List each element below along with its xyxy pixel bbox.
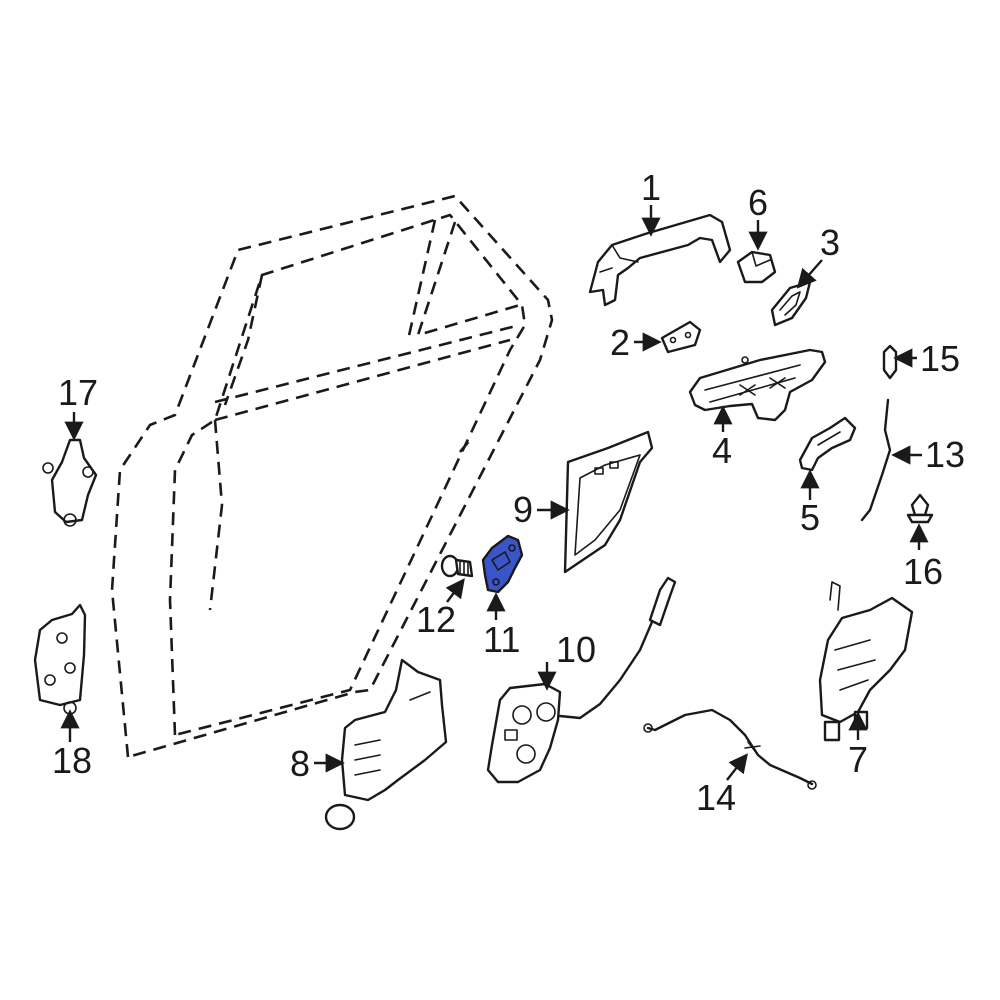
callout-12[interactable]: 12 xyxy=(416,599,456,640)
part-7-latch[interactable] xyxy=(818,581,914,742)
callout-13[interactable]: 13 xyxy=(925,434,965,475)
part-14-cable[interactable] xyxy=(643,708,817,790)
callout-7[interactable]: 7 xyxy=(848,739,868,780)
part-10-actuator[interactable] xyxy=(486,682,562,784)
callout-10[interactable]: 10 xyxy=(556,629,596,670)
callout-2[interactable]: 2 xyxy=(610,322,630,363)
part-10-cable xyxy=(558,576,677,720)
callout-6[interactable]: 6 xyxy=(748,182,768,223)
callout-1[interactable]: 1 xyxy=(641,167,661,208)
door-outline xyxy=(110,194,554,759)
callout-4[interactable]: 4 xyxy=(712,430,732,471)
part-13-rod[interactable] xyxy=(860,398,892,522)
part-6-clip[interactable] xyxy=(736,250,777,284)
callout-11[interactable]: 11 xyxy=(483,619,520,660)
part-11-striker-highlighted[interactable] xyxy=(481,534,524,594)
part-2-cap[interactable] xyxy=(660,320,702,354)
callout-5[interactable]: 5 xyxy=(800,497,820,538)
part-5-bracket[interactable] xyxy=(798,416,857,472)
part-4-handle-carrier[interactable] xyxy=(688,348,827,422)
callout-15[interactable]: 15 xyxy=(920,338,960,379)
callout-14[interactable]: 14 xyxy=(696,777,736,818)
part-1-outside-handle[interactable] xyxy=(588,213,732,307)
part-17-hinge-upper[interactable] xyxy=(42,438,98,527)
callout-17[interactable]: 17 xyxy=(58,372,98,413)
callout-16[interactable]: 16 xyxy=(903,551,943,592)
callout-9[interactable]: 9 xyxy=(513,489,533,530)
part-15-pin[interactable] xyxy=(882,344,898,380)
callout-arrows xyxy=(60,205,929,781)
callout-18[interactable]: 18 xyxy=(52,740,92,781)
part-9-panel[interactable] xyxy=(563,430,654,574)
part-12-bolt[interactable] xyxy=(440,554,474,578)
callout-3[interactable]: 3 xyxy=(820,222,840,263)
part-16-clip[interactable] xyxy=(906,493,934,524)
part-8-lock-module[interactable] xyxy=(324,658,448,831)
part-18-hinge-lower[interactable] xyxy=(33,603,87,715)
callout-labels: 1 2 3 4 5 6 7 8 9 10 11 12 13 14 15 16 1… xyxy=(52,167,965,818)
callout-8[interactable]: 8 xyxy=(290,743,310,784)
part-3-bezel[interactable] xyxy=(770,280,812,327)
